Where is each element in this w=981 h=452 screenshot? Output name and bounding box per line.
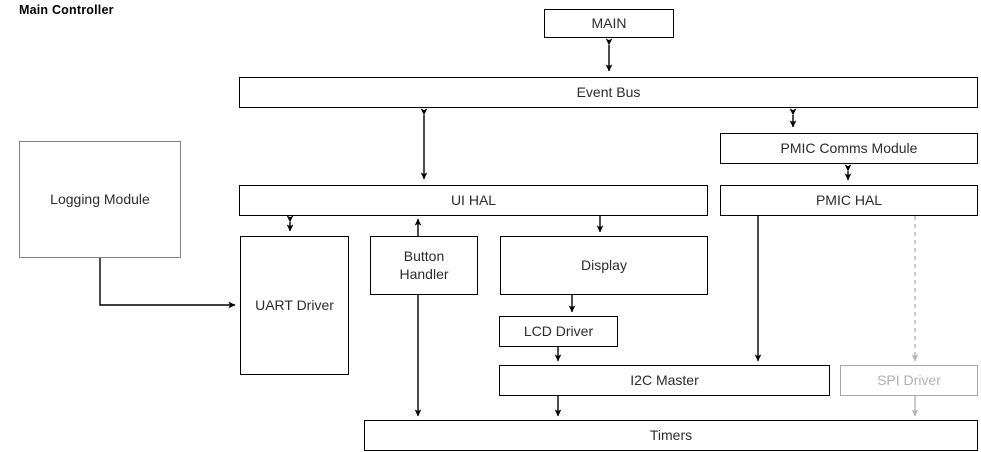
node-main[interactable]: MAIN — [544, 9, 674, 38]
node-label-uart-driver: UART Driver — [255, 296, 334, 313]
node-label-pmic-hal: PMIC HAL — [815, 191, 883, 208]
node-logging-module[interactable]: Logging Module — [19, 141, 181, 258]
node-label-ui-hal: UI HAL — [450, 191, 497, 208]
node-label-lcd-driver: LCD Driver — [523, 322, 594, 339]
node-timers[interactable]: Timers — [364, 420, 978, 451]
node-label-logging-module: Logging Module — [50, 190, 150, 207]
node-label-event-bus: Event Bus — [576, 83, 641, 100]
node-spi-driver[interactable]: SPI Driver — [840, 365, 978, 396]
node-ui-hal[interactable]: UI HAL — [239, 185, 708, 216]
node-button-handler[interactable]: Button Handler — [370, 236, 478, 295]
node-display[interactable]: Display — [500, 236, 708, 295]
node-pmic-comms-module[interactable]: PMIC Comms Module — [720, 133, 978, 164]
node-pmic-hal[interactable]: PMIC HAL — [720, 185, 978, 216]
edge-logging-module-uart-driver — [99, 258, 236, 309]
node-label-display: Display — [581, 256, 627, 273]
node-uart-driver[interactable]: UART Driver — [240, 236, 349, 375]
node-label-button-handler: Button Handler — [399, 248, 449, 282]
node-label-main: MAIN — [591, 14, 627, 31]
node-event-bus[interactable]: Event Bus — [239, 77, 978, 108]
node-lcd-driver[interactable]: LCD Driver — [499, 316, 618, 347]
page-title: Main Controller — [19, 3, 114, 17]
node-i2c-master[interactable]: I2C Master — [499, 365, 830, 396]
node-label-spi-driver: SPI Driver — [877, 371, 941, 388]
node-label-i2c-master: I2C Master — [630, 371, 699, 388]
node-label-timers: Timers — [649, 426, 693, 443]
node-label-pmic-comms-module: PMIC Comms Module — [780, 139, 918, 156]
